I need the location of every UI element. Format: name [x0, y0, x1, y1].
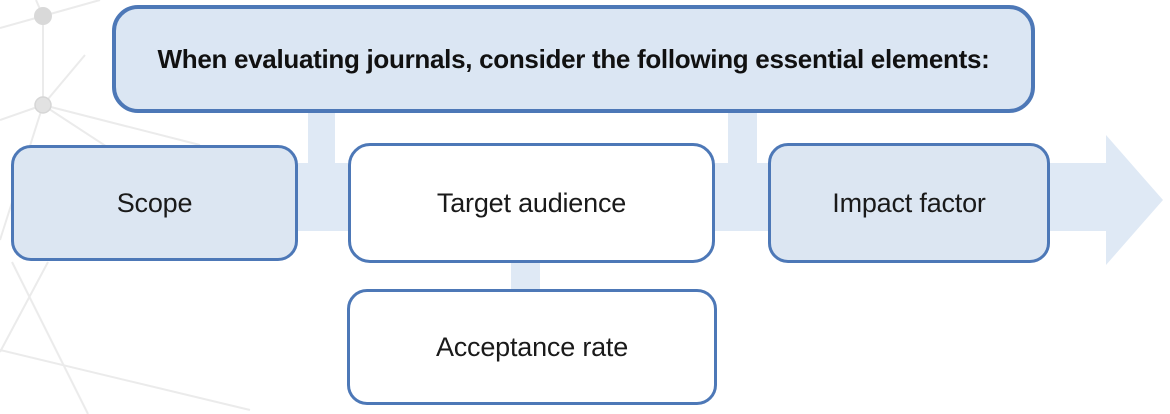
network-node-dot: [34, 7, 52, 25]
network-node-dot: [34, 96, 52, 114]
node-scope: Scope: [11, 145, 298, 261]
flow-arrow-head-icon: [1106, 135, 1163, 265]
connector-header-to-band-right: [728, 110, 757, 166]
node-scope-label: Scope: [116, 187, 193, 218]
node-impact-factor: Impact factor: [768, 143, 1050, 263]
header-box: When evaluating journals, consider the f…: [112, 5, 1035, 113]
node-acceptance-rate: Acceptance rate: [347, 289, 717, 405]
connector-target-to-acceptance: [511, 260, 540, 292]
node-acceptance-rate-label: Acceptance rate: [435, 331, 629, 362]
node-target-audience: Target audience: [348, 143, 715, 263]
node-target-audience-label: Target audience: [436, 187, 627, 218]
header-text: When evaluating journals, consider the f…: [157, 43, 990, 74]
connector-header-to-band-left: [308, 110, 335, 166]
node-impact-factor-label: Impact factor: [832, 187, 986, 218]
